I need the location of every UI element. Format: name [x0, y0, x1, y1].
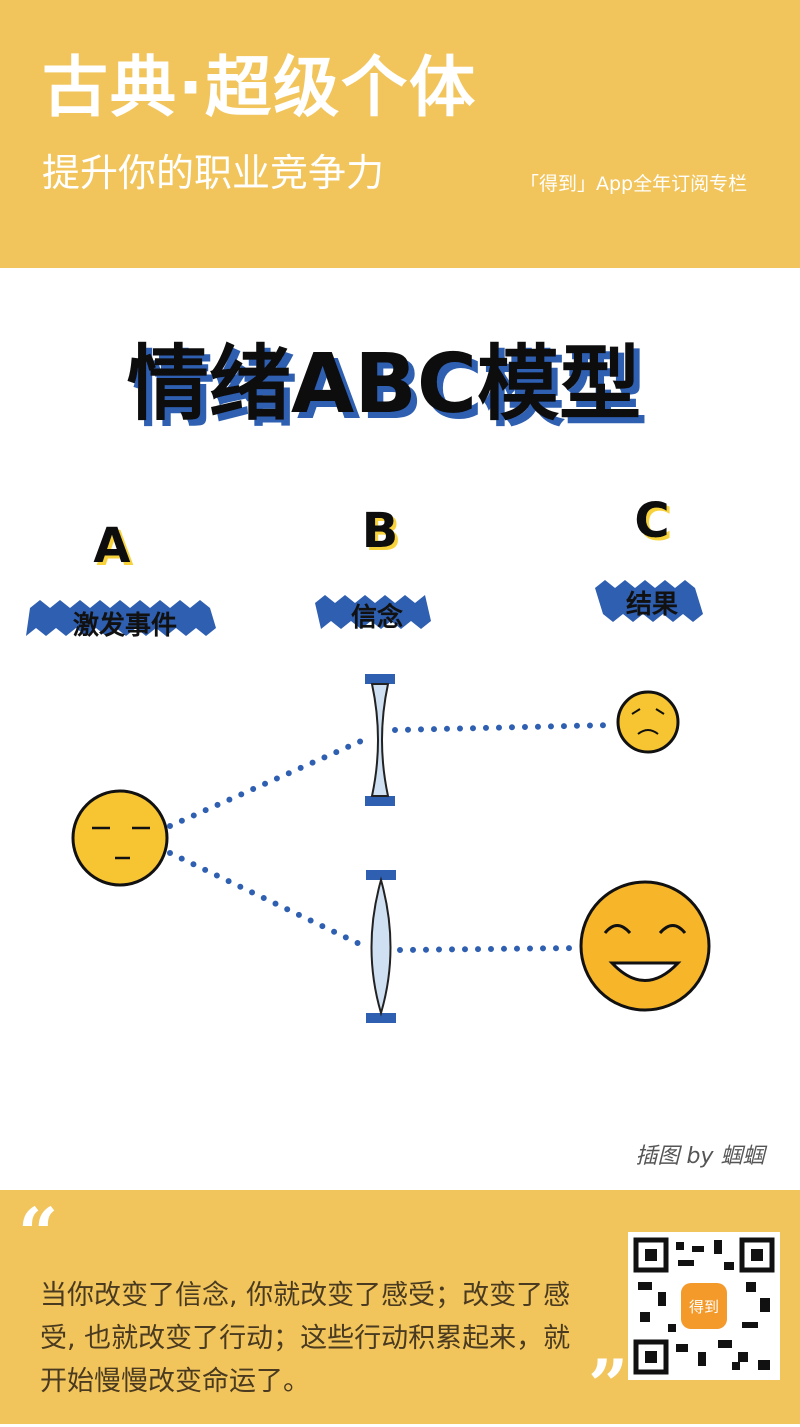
abc-model-illustration: 情绪ABC模型 A B C 激发事件 信念 结果 插图 by 蝈蝈	[26, 337, 768, 1169]
illustration-credit: 插图 by 蝈蝈	[636, 1144, 768, 1169]
quote-text: 当你改变了信念, 你就改变了感受；改变了感受, 也就改变了行动；这些行动积累起来…	[40, 1280, 571, 1397]
dedao-logo: 得到	[681, 1283, 727, 1329]
sad-face-icon	[616, 690, 680, 754]
neutral-face-icon	[71, 789, 169, 887]
qr-pattern	[633, 1237, 775, 1375]
label-activating-event: 激发事件	[73, 610, 177, 641]
banner-a	[26, 600, 216, 636]
dotted-paths	[167, 722, 615, 953]
letter-b: B	[362, 503, 399, 559]
close-quote-mark: ”	[588, 1344, 629, 1427]
banner-c	[595, 580, 703, 622]
concave-lens	[365, 674, 395, 806]
letter-c: C	[634, 493, 669, 549]
page-subtitle: 提升你的职业竞争力	[42, 151, 385, 195]
convex-lens	[366, 870, 396, 1023]
tagline: 「得到」App全年订阅专栏	[520, 173, 748, 195]
happy-face-icon	[579, 880, 711, 1012]
qr-code[interactable]: 得到	[628, 1232, 780, 1380]
banner-b	[315, 595, 431, 629]
label-belief: 信念	[351, 602, 403, 633]
open-quote-mark: “	[18, 1192, 59, 1275]
quote-footer: “ 当你改变了信念, 你就改变了感受；改变了感受, 也就改变了行动；这些行动积累…	[0, 1190, 800, 1424]
illustration-title: 情绪ABC模型	[127, 337, 641, 432]
letter-a: A	[93, 518, 130, 574]
page-title: 古典·超级个体	[42, 49, 478, 126]
label-consequence: 结果	[626, 590, 678, 620]
header-banner: 古典·超级个体 提升你的职业竞争力 「得到」App全年订阅专栏	[0, 0, 800, 268]
